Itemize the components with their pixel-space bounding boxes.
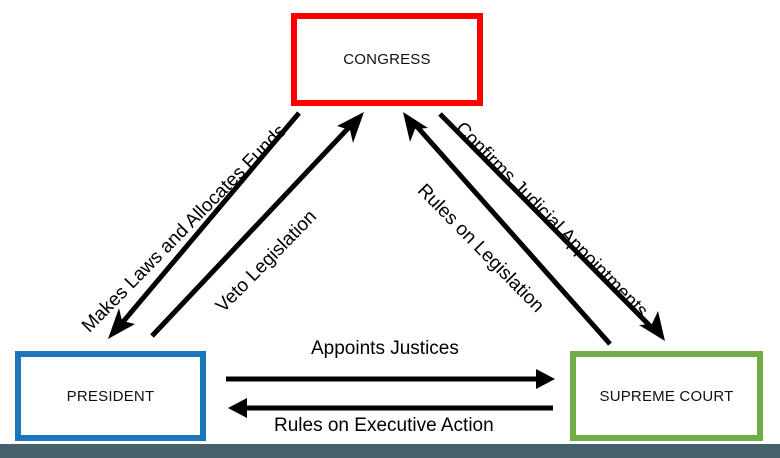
arrow-confirms-judicial-appointments xyxy=(438,112,665,341)
arrow-appoints-justices xyxy=(226,369,555,389)
node-supreme-court-label: SUPREME COURT xyxy=(599,387,734,405)
node-congress[interactable]: CONGRESS xyxy=(291,13,483,106)
node-president[interactable]: PRESIDENT xyxy=(15,351,206,441)
edge-label-rules-on-executive-action: Rules on Executive Action xyxy=(274,415,494,436)
arrow-veto-legislation xyxy=(150,112,364,338)
arrow-rules-on-executive-action xyxy=(228,398,553,418)
bottom-accent-bar xyxy=(0,444,780,458)
edge-label-appoints-justices: Appoints Justices xyxy=(311,338,459,359)
node-president-label: PRESIDENT xyxy=(66,387,155,405)
arrow-makes-laws xyxy=(108,111,301,339)
node-supreme-court[interactable]: SUPREME COURT xyxy=(570,351,763,441)
node-congress-label: CONGRESS xyxy=(343,51,431,68)
arrow-rules-on-legislation xyxy=(403,112,612,346)
